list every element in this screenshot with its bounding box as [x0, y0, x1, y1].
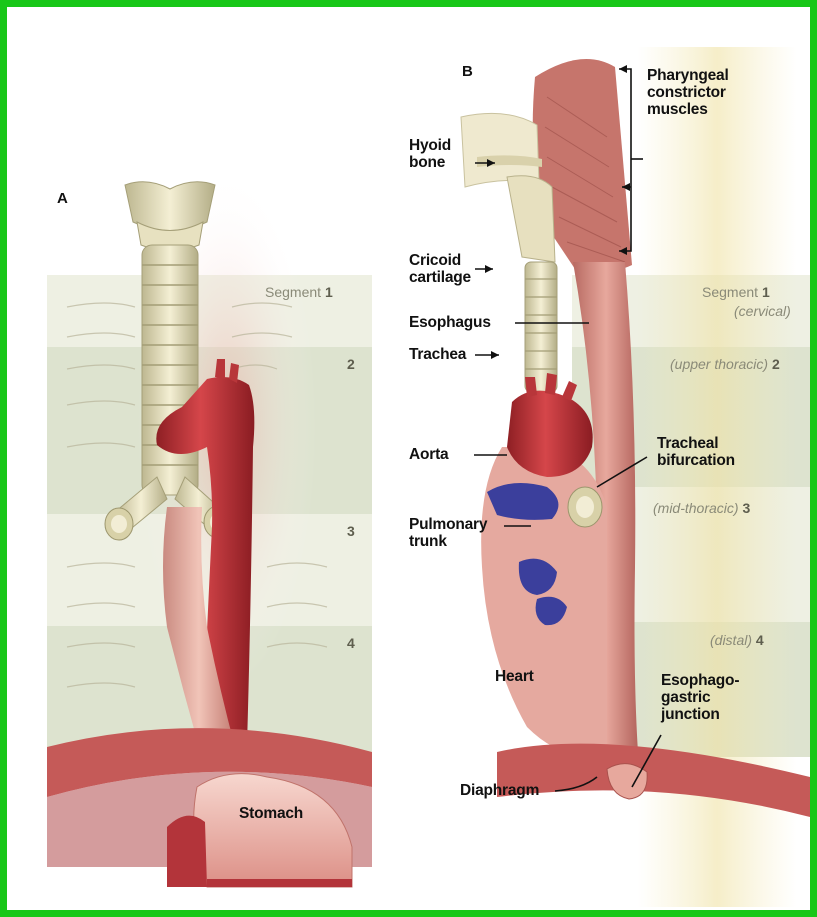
stomach-label: Stomach: [239, 805, 303, 822]
diaphragm-label: Diaphragm: [460, 782, 539, 799]
segment-prefix: Segment: [702, 284, 758, 300]
panel-b-segment-3: (mid-thoracic) 3: [653, 500, 750, 516]
panel-a-segment-2: 2: [347, 356, 355, 372]
esophagus-label: Esophagus: [409, 314, 491, 331]
trachea-label: Trachea: [409, 346, 466, 363]
esophagogastric-junction-label: Esophago- gastric junction: [661, 672, 739, 723]
aorta-label: Aorta: [409, 446, 448, 463]
segment-number-1: 1: [762, 284, 770, 300]
panel-a-segment-1: Segment 1: [265, 284, 333, 300]
segment-number-4: 4: [756, 632, 764, 648]
panel-a-segment-3: 3: [347, 523, 355, 539]
heart-label: Heart: [495, 668, 534, 685]
pulmonary-trunk-label: Pulmonary trunk: [409, 516, 487, 550]
panel-a-letter: A: [57, 190, 68, 207]
segment-number-3: 3: [742, 500, 750, 516]
cricoid-cartilage-label: Cricoid cartilage: [409, 252, 471, 286]
panel-b-segment-1-region: (cervical): [734, 303, 791, 319]
hyoid-bone-label: Hyoid bone: [409, 137, 451, 171]
tracheal-bifurcation-label: Tracheal bifurcation: [657, 435, 735, 469]
panel-b-segment-2: (upper thoracic) 2: [670, 356, 780, 372]
segment-number-1: 1: [325, 284, 333, 300]
panel-b-letter: B: [462, 63, 473, 80]
pharyngeal-constrictor-label: Pharyngeal constrictor muscles: [647, 67, 729, 118]
panel-b-segment-4: (distal) 4: [710, 632, 764, 648]
segment-word: Segment: [265, 284, 321, 300]
segment-number-2: 2: [772, 356, 780, 372]
panel-a-segment-4: 4: [347, 635, 355, 651]
panel-b-segment-1: Segment 1: [702, 284, 770, 300]
